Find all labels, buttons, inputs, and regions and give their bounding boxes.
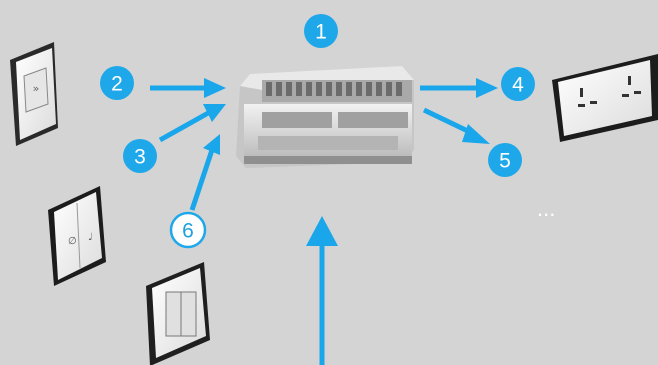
badge-6: 6 [169, 211, 207, 249]
svg-text:♩: ♩ [88, 232, 93, 243]
svg-text:2: 2 [111, 73, 123, 96]
svg-text:4: 4 [512, 74, 524, 97]
arrow-2 [150, 78, 226, 98]
keycard-switch-icon: » [10, 42, 58, 146]
svg-text:∅: ∅ [68, 236, 77, 247]
arrows [150, 78, 498, 365]
arrow-4 [420, 78, 498, 98]
arrow-3 [158, 104, 226, 143]
svg-text:6: 6 [182, 220, 194, 243]
double-socket-icon [552, 54, 658, 142]
arrow-up [306, 216, 338, 365]
badge-4: 4 [501, 67, 535, 101]
arrow-6 [189, 134, 220, 211]
svg-text:3: 3 [134, 146, 146, 169]
svg-text:1: 1 [315, 21, 327, 44]
arrow-5 [422, 107, 490, 144]
badge-3: 3 [123, 139, 157, 173]
svg-text:5: 5 [499, 150, 511, 173]
double-switch-icon: ∅ ♩ [48, 186, 106, 286]
badge-2: 2 [100, 66, 134, 100]
svg-text:»: » [33, 82, 40, 95]
badge-1: 1 [304, 14, 338, 48]
ellipsis-text: ... [537, 196, 555, 221]
din-rail-controller-icon [236, 66, 414, 168]
badge-5: 5 [488, 143, 522, 177]
room-switch-icon [146, 262, 210, 365]
